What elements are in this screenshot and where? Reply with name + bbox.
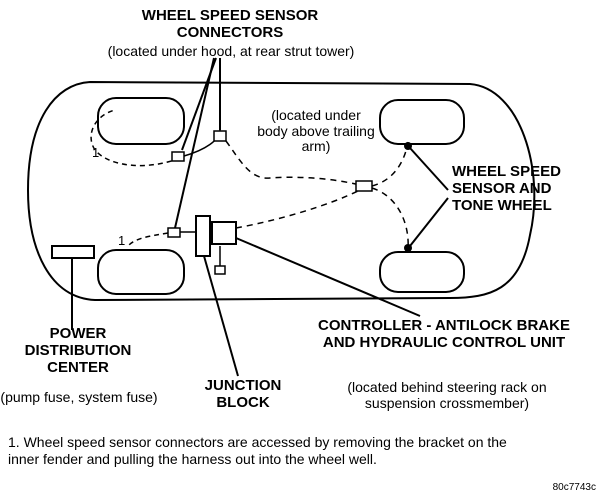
controller-unit-shape: [211, 221, 237, 245]
under-body-note: (located under body above trailing arm): [257, 107, 375, 155]
vehicle-body-outline: [26, 80, 536, 302]
leader-connectors-lower: [174, 57, 215, 229]
controller-lower-connector: [214, 265, 226, 275]
controller-label: CONTROLLER - ANTILOCK BRAKE AND HYDRAULI…: [318, 317, 570, 351]
figure-id: 80c7743c: [552, 482, 596, 493]
pdc-note: (pump fuse, system fuse): [0, 389, 158, 405]
leader-junction-block: [203, 255, 239, 377]
rear-harness-lower: [235, 189, 361, 229]
rear-sensor-harness-upper: [371, 141, 409, 187]
controller-note: (located behind steering rack on suspens…: [347, 379, 547, 411]
wheel-rear-lower: [379, 251, 465, 293]
callout-1-top: 1: [92, 145, 100, 160]
junction-block-label: JUNCTION BLOCK: [204, 377, 282, 411]
callout-1-bottom: 1: [118, 233, 126, 248]
leader-controller: [235, 237, 421, 317]
relay-connector-upper: [213, 130, 227, 142]
rear-sensor-harness-lower: [371, 187, 409, 251]
front-lower-connector: [167, 227, 181, 238]
pdc-label: POWER DISTRIBUTION CENTER: [24, 325, 132, 376]
front-upper-connector: [171, 151, 185, 162]
pdc-shape: [51, 245, 95, 259]
leader-wss-upper: [409, 147, 449, 191]
wss-connectors-note: (located under hood, at rear strut tower…: [107, 43, 355, 59]
wheel-rear-upper: [379, 99, 465, 145]
wss-tone-wheel-label: WHEEL SPEED SENSOR AND TONE WHEEL: [452, 163, 561, 214]
rear-harness-main: [225, 140, 361, 186]
front-lower-sensor-harness: [127, 232, 169, 247]
leader-wss-lower: [409, 197, 449, 247]
wss-connectors-title: WHEEL SPEED SENSOR CONNECTORS: [141, 7, 319, 41]
junction-block-shape: [195, 215, 211, 257]
wheel-front-lower: [97, 249, 185, 295]
footnote: 1. Wheel speed sensor connectors are acc…: [8, 434, 507, 467]
wheel-front-upper: [97, 97, 185, 145]
rear-harness-connector: [355, 180, 373, 192]
